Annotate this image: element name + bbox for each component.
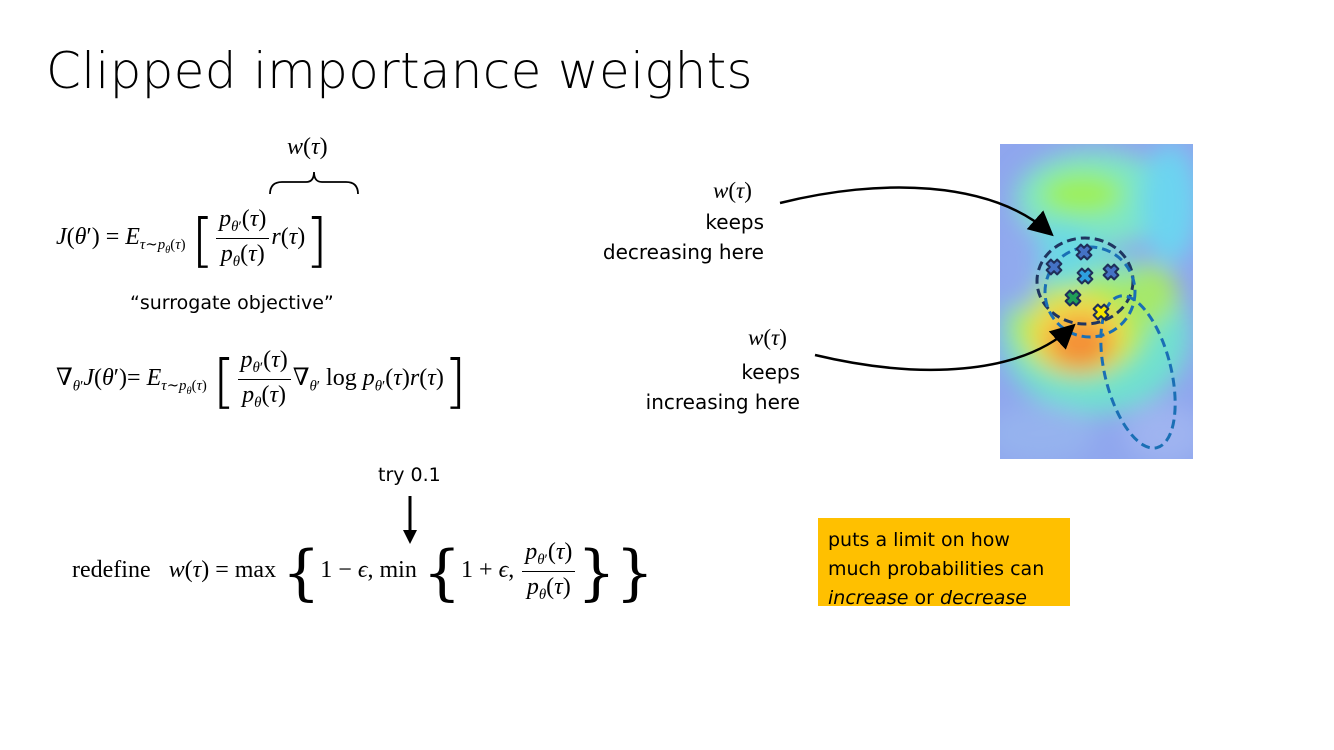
top-arrow xyxy=(779,186,1054,237)
bottom-annotation-line1: keeps xyxy=(741,360,800,384)
redefine-equation: redefine w(τ) = max {1 − ϵ, min {1 + ϵ, … xyxy=(72,538,654,609)
redefine-word: redefine xyxy=(72,557,151,584)
slide-title: Clipped importance weights xyxy=(46,42,753,100)
top-annotation-math: w(τ) xyxy=(713,178,752,203)
bottom-annotation-math: w(τ) xyxy=(748,325,787,350)
overbrace-label: w(τ) xyxy=(287,134,328,160)
try-label: try 0.1 xyxy=(378,464,441,486)
top-annotation-line1: keeps xyxy=(705,210,764,234)
note-line3: increase or decrease xyxy=(828,584,1060,613)
note-or: or xyxy=(914,587,934,609)
heatmap-figure xyxy=(1000,144,1193,459)
surrogate-objective-label: “surrogate objective” xyxy=(130,292,334,314)
objective-equation: J(θ′) = Eτ∼pθ(τ) [pθ′(τ)pθ(τ)r(τ)] xyxy=(56,206,328,275)
overbrace xyxy=(269,171,359,195)
note-line2: much probabilities can xyxy=(828,558,1045,580)
bottom-arrow xyxy=(814,323,1076,371)
note-decrease: decrease xyxy=(940,587,1027,609)
top-annotation-line2: decreasing here xyxy=(602,240,764,264)
note-line1: puts a limit on how xyxy=(828,529,1010,551)
down-arrow-icon xyxy=(403,496,417,544)
bottom-annotation-line2: increasing here xyxy=(645,390,800,414)
limit-note-box: puts a limit on how much probabilities c… xyxy=(818,518,1070,609)
gradient-equation: ∇θ′J(θ′)= Eτ∼pθ(τ) [pθ′(τ)pθ(τ)∇θ′ log p… xyxy=(56,347,467,416)
note-increase: increase xyxy=(828,587,909,609)
